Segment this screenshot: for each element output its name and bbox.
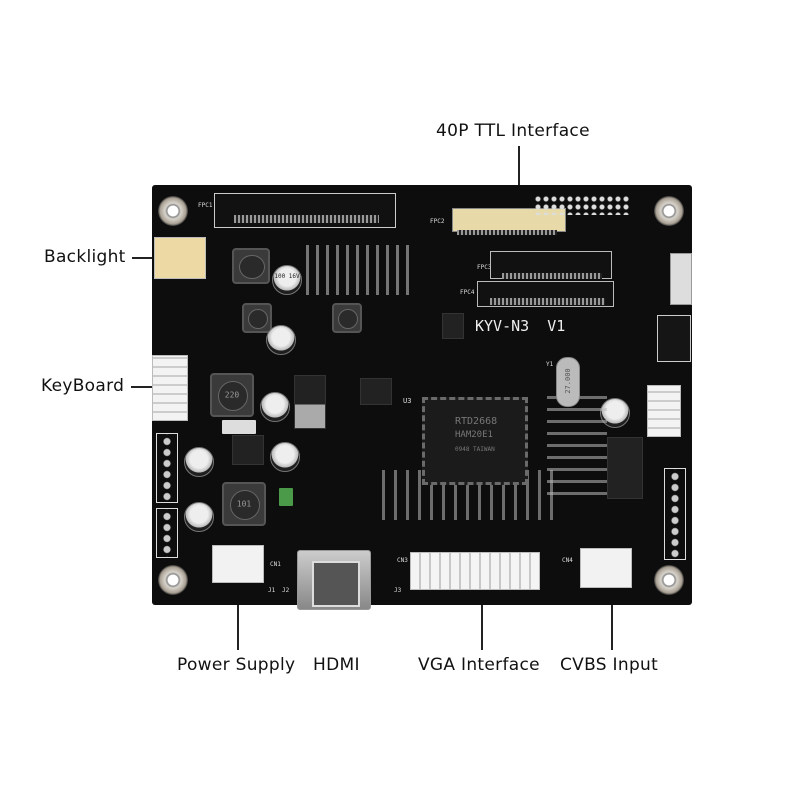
inductor-101: 101 (222, 482, 266, 526)
label-backlight: Backlight (44, 247, 126, 267)
power-supply-connector[interactable] (212, 545, 264, 583)
crystal-marking: 27.000 (564, 368, 572, 394)
cvbs-connector[interactable] (580, 548, 632, 588)
fuse (279, 488, 293, 506)
pin-header-right (664, 468, 686, 560)
crystal-oscillator: 27.000 (556, 357, 580, 407)
leader-line-power (237, 600, 239, 650)
ic-u30 (607, 437, 643, 499)
chip-label-batch: HAM20E1 (455, 430, 493, 440)
hdmi-port-opening (312, 561, 360, 607)
electrolytic-capacitor (184, 502, 214, 532)
inductor-220: 220 (210, 373, 254, 417)
inductor-220-marking: 220 (224, 390, 240, 400)
mounting-hole (158, 196, 188, 226)
switch-block-right-2 (657, 315, 691, 362)
mounting-hole (654, 196, 684, 226)
ic-small (232, 435, 264, 465)
label-keyboard: KeyBoard (41, 376, 125, 396)
silk-j2: J2 (282, 587, 290, 594)
inductor (232, 248, 270, 284)
inductor-101-marking: 101 (236, 499, 252, 509)
silk-cn1: CN1 (270, 561, 281, 568)
silk-fpc1: FPC1 (198, 202, 213, 209)
silk-fpc3: FPC3 (477, 264, 492, 271)
backlight-connector[interactable] (154, 237, 206, 279)
electrolytic-capacitor (270, 442, 300, 472)
smd-component-cluster (302, 245, 412, 295)
diode (222, 420, 256, 434)
fpc3-pins (502, 273, 602, 279)
pcb-board: FPC1 FPC2 FPC3 FPC4 220 101 100 16V (152, 185, 692, 610)
silk-fpc2: FPC2 (430, 218, 445, 225)
leader-line-cvbs (611, 600, 613, 650)
fpc1-pins (234, 215, 379, 223)
chip-label-origin: 0948 TAIWAN (455, 446, 495, 453)
keyboard-connector[interactable] (152, 355, 188, 421)
inductor (242, 303, 272, 333)
mounting-hole (158, 565, 188, 595)
label-power-supply: Power Supply (177, 655, 296, 675)
silk-y1: Y1 (546, 361, 554, 368)
board-model-label: KYV-N3 V1 (475, 317, 566, 335)
leader-line-ttl (518, 146, 520, 210)
electrolytic-capacitor (184, 447, 214, 477)
chip-label-rtd2668: RTD2668 (455, 416, 498, 427)
smd-component-cluster (547, 390, 607, 500)
fpc2-pins (457, 230, 557, 235)
leader-line-keyboard (131, 386, 153, 388)
silk-cn3: CN3 (397, 557, 408, 564)
leader-line-vga (481, 600, 483, 650)
silk-u3: U3 (403, 397, 412, 405)
pin-header-left (156, 433, 178, 503)
jp-header (534, 195, 629, 215)
electrolytic-capacitor (266, 325, 296, 355)
vga-connector[interactable] (410, 552, 540, 590)
silk-cn4: CN4 (562, 557, 573, 564)
silk-j3: J3 (394, 587, 402, 594)
hdmi-port[interactable] (297, 550, 371, 610)
inductor (332, 303, 362, 333)
ic-u1 (442, 313, 464, 339)
leader-line-backlight (132, 257, 154, 259)
side-connector-right[interactable] (647, 385, 681, 437)
electrolytic-capacitor (260, 392, 290, 422)
switch-block-right (670, 253, 692, 305)
ic-u10 (360, 378, 392, 405)
electrolytic-capacitor: 100 16V (272, 265, 302, 295)
mounting-hole (654, 565, 684, 595)
silk-fpc4: FPC4 (460, 289, 475, 296)
label-40p-ttl-interface: 40P TTL Interface (436, 121, 590, 141)
label-vga-interface: VGA Interface (418, 655, 540, 675)
label-cvbs-input: CVBS Input (560, 655, 659, 675)
voltage-regulator (294, 375, 326, 429)
capacitor-marking: 100 16V (274, 273, 300, 280)
label-hdmi: HDMI (313, 655, 360, 675)
main-scaler-chip: RTD2668 HAM20E1 0948 TAIWAN (422, 397, 528, 485)
silk-j1: J1 (268, 587, 276, 594)
pin-header-left-2 (156, 508, 178, 558)
fpc4-pins (490, 298, 605, 305)
